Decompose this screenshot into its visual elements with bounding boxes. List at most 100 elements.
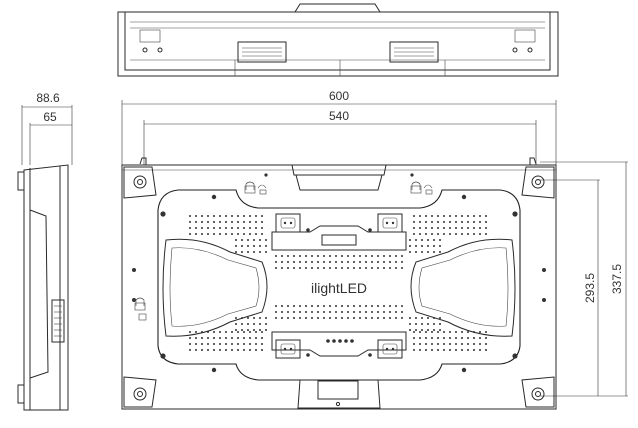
vent-dot <box>473 215 475 217</box>
handle-right <box>410 238 516 337</box>
vent-dot <box>299 317 301 319</box>
vent-dot <box>243 331 245 333</box>
vent-dot <box>395 267 397 269</box>
vent-dot <box>249 337 251 339</box>
corner-bracket-bl <box>123 376 157 408</box>
top-label-plate <box>321 234 357 246</box>
vent-dot <box>335 267 337 269</box>
vent-dot <box>449 349 451 351</box>
vent-dot <box>213 331 215 333</box>
vent-dot <box>377 261 379 263</box>
bottom-label-plate <box>317 380 359 400</box>
vent-dot <box>323 305 325 307</box>
vent-dot <box>259 317 261 319</box>
vent-dot <box>261 215 263 217</box>
vent-dot <box>219 349 221 351</box>
vent-dot <box>235 329 237 331</box>
vent-dot <box>237 349 239 351</box>
vent-dot <box>473 227 475 229</box>
vent-dot <box>329 311 331 313</box>
vent-dot <box>413 331 415 333</box>
vent-dot <box>431 215 433 217</box>
vent-dot <box>235 239 237 241</box>
vent-dot <box>461 233 463 235</box>
vent-dot <box>413 343 415 345</box>
vent-dot <box>253 245 255 247</box>
vent-dot <box>329 261 331 263</box>
vent-dot <box>479 215 481 217</box>
vent-dot <box>395 261 397 263</box>
vent-dot <box>377 305 379 307</box>
vent-dot <box>421 317 423 319</box>
vent-dot <box>461 349 463 351</box>
vent-dot <box>299 261 301 263</box>
vent-dot <box>255 331 257 333</box>
vent-dot <box>241 245 243 247</box>
vent-dot <box>189 343 191 345</box>
vent-dot <box>473 349 475 351</box>
vent-dot <box>311 305 313 307</box>
vent-dot <box>443 349 445 351</box>
vent-dot <box>261 343 263 345</box>
vent-dot <box>419 349 421 351</box>
vent-dot <box>253 317 255 319</box>
vent-dot <box>317 317 319 319</box>
vent-dot <box>247 251 249 253</box>
vent-dot <box>287 267 289 269</box>
vent-dot <box>427 317 429 319</box>
power-socket-top-left <box>275 213 301 233</box>
vent-dot <box>335 305 337 307</box>
led-indicators <box>326 339 354 343</box>
vent-dot <box>371 317 373 319</box>
vent-dot <box>431 349 433 351</box>
vent-dot <box>249 331 251 333</box>
vent-dot <box>201 227 203 229</box>
vent-dot <box>201 215 203 217</box>
vent-dot <box>479 343 481 345</box>
vent-dot <box>431 343 433 345</box>
vent-dot <box>443 337 445 339</box>
vent-dot <box>455 221 457 223</box>
vent-dot <box>473 221 475 223</box>
vent-dot <box>235 251 237 253</box>
vent-dot <box>261 337 263 339</box>
vent-dot <box>413 349 415 351</box>
vent-dot <box>231 227 233 229</box>
vent-dot <box>461 227 463 229</box>
vent-dot <box>323 261 325 263</box>
vent-dot <box>259 239 261 241</box>
vent-dot <box>479 221 481 223</box>
vent-dot <box>485 343 487 345</box>
vent-dot <box>473 337 475 339</box>
vent-dot <box>353 311 355 313</box>
vent-dot <box>485 221 487 223</box>
screw-holes <box>132 173 546 373</box>
vent-dot <box>207 331 209 333</box>
vent-dot <box>427 329 429 331</box>
vent-dot <box>247 317 249 319</box>
vent-dot <box>347 311 349 313</box>
vent-dot <box>213 221 215 223</box>
vent-dot <box>219 343 221 345</box>
vent-dot <box>485 331 487 333</box>
vent-dot <box>479 337 481 339</box>
vent-dot <box>419 221 421 223</box>
vent-dot <box>395 305 397 307</box>
vent-dot <box>235 323 237 325</box>
vent-dot <box>219 233 221 235</box>
vent-dot <box>265 251 267 253</box>
vent-dot <box>479 331 481 333</box>
vent-dot <box>201 221 203 223</box>
vent-dot <box>395 255 397 257</box>
vent-dot <box>377 267 379 269</box>
vent-dot <box>305 267 307 269</box>
front-frame <box>121 164 557 410</box>
lock-icon <box>410 181 433 195</box>
vent-dot <box>371 311 373 313</box>
vent-dot <box>401 261 403 263</box>
vent-dot <box>419 227 421 229</box>
vent-dot <box>195 215 197 217</box>
vent-dot <box>311 311 313 313</box>
vent-dot <box>265 323 267 325</box>
vent-dot <box>225 343 227 345</box>
